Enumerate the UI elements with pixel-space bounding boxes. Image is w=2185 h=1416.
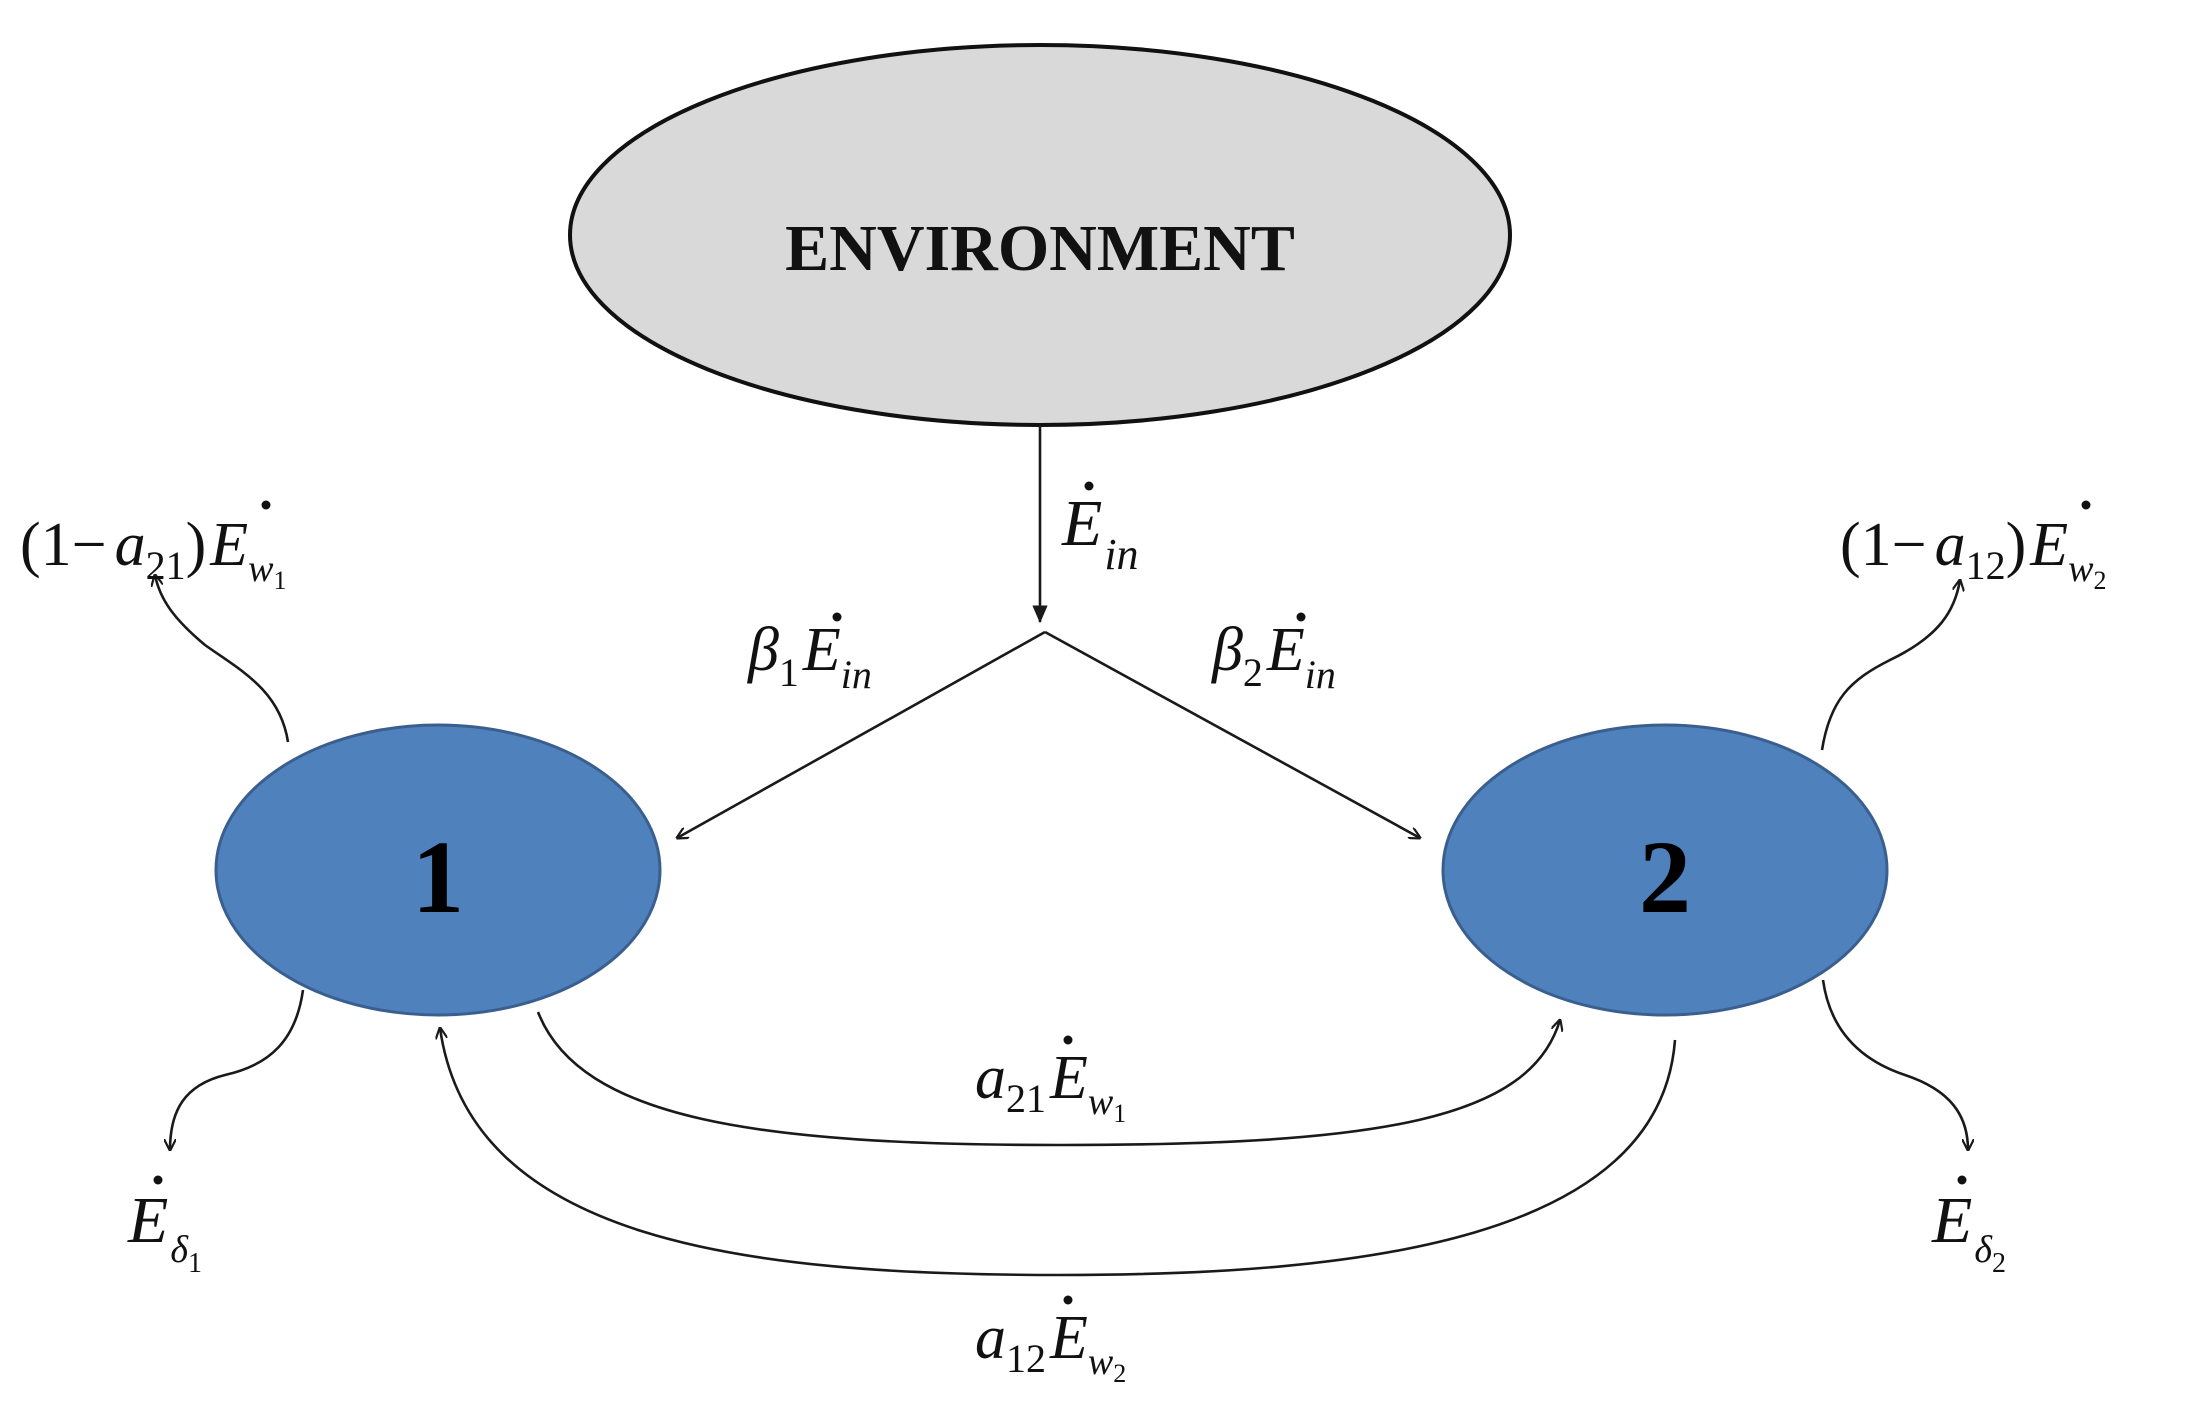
loss1-E: E bbox=[209, 511, 248, 579]
destruction-label-1: Eδ1 bbox=[127, 1175, 202, 1279]
svg-text:Eδ1: Eδ1 bbox=[127, 1184, 202, 1279]
beta1-coef-sub: 1 bbox=[779, 650, 799, 695]
loss-arrow-1 bbox=[155, 575, 290, 743]
flow12-E-sub-sub: 1 bbox=[1113, 1099, 1126, 1128]
loss1-coef-sub: 21 bbox=[146, 543, 186, 588]
svg-text:(1−a21)Ew1: (1−a21)Ew1 bbox=[20, 511, 287, 595]
destruction-label-2: Eδ2 bbox=[1931, 1175, 2006, 1279]
loss2-coef-sub: 12 bbox=[1966, 543, 2006, 588]
beta2-coef-sub: 2 bbox=[1243, 650, 1263, 695]
beta1-coef: β bbox=[747, 616, 779, 684]
loss2-E: E bbox=[2029, 511, 2068, 579]
svg-text:a21Ew1: a21Ew1 bbox=[975, 1044, 1126, 1128]
beta1-rate-dot bbox=[832, 612, 842, 622]
beta1-E-sub: in bbox=[841, 652, 872, 697]
flow-label-1-to-2: a21Ew1 bbox=[975, 1035, 1126, 1128]
flow21-E-sub-sub: 2 bbox=[1113, 1359, 1126, 1388]
loss2-rate-dot bbox=[2081, 500, 2091, 510]
loss1-rate-dot bbox=[261, 500, 271, 510]
loss1-prefix: (1− bbox=[20, 511, 107, 579]
flow12-E-sub: w bbox=[1088, 1081, 1114, 1123]
svg-text:Ein: Ein bbox=[1061, 487, 1139, 579]
loss1-close: ) bbox=[186, 511, 207, 579]
svg-text:a12Ew2: a12Ew2 bbox=[975, 1304, 1126, 1388]
e-in-rate-dot bbox=[1084, 481, 1094, 491]
delta2-E-sub: δ bbox=[1974, 1229, 1993, 1271]
loss2-coef: a bbox=[1935, 511, 1966, 579]
loss2-prefix: (1− bbox=[1840, 511, 1927, 579]
svg-text:β2Ein: β2Ein bbox=[1211, 616, 1336, 697]
destruction-arrow-1 bbox=[170, 989, 305, 1150]
flow12-coef-sub: 21 bbox=[1006, 1076, 1046, 1121]
subsystem-2-node bbox=[1441, 723, 1889, 1017]
environment-label: ENVIRONMENT bbox=[785, 212, 1295, 285]
loss1-E-sub: w bbox=[248, 548, 274, 590]
subsystem-1-node bbox=[214, 723, 662, 1017]
loss1-coef: a bbox=[115, 511, 146, 579]
loss-label-1: (1−a21)Ew1 bbox=[20, 500, 287, 595]
e-in-symbol: E bbox=[1061, 487, 1102, 560]
beta2-E-sub: in bbox=[1305, 652, 1336, 697]
svg-text:β1Ein: β1Ein bbox=[747, 616, 872, 697]
flow21-rate-dot bbox=[1063, 1295, 1073, 1305]
loss2-close: ) bbox=[2006, 511, 2027, 579]
beta2-flow-label: β2Ein bbox=[1211, 612, 1336, 697]
delta1-rate-dot bbox=[153, 1175, 163, 1185]
loss-arrow-2 bbox=[1820, 580, 1960, 751]
delta1-E: E bbox=[127, 1184, 168, 1257]
flow-label-2-to-1: a12Ew2 bbox=[975, 1295, 1126, 1388]
beta2-rate-dot bbox=[1296, 612, 1306, 622]
split-arrow-to-2 bbox=[1044, 630, 1420, 838]
flow12-rate-dot bbox=[1063, 1035, 1073, 1045]
delta1-E-sub: δ bbox=[170, 1229, 189, 1271]
delta2-rate-dot bbox=[1957, 1175, 1967, 1185]
beta2-coef: β bbox=[1211, 616, 1243, 684]
loss2-E-sub: w bbox=[2068, 548, 2094, 590]
delta1-E-sub-sub: 1 bbox=[188, 1248, 202, 1279]
loss1-E-sub-sub: 1 bbox=[274, 566, 287, 595]
flow-arrow-2-to-1 bbox=[440, 1028, 1677, 1277]
destruction-arrow-2 bbox=[1821, 979, 1968, 1150]
beta1-flow-label: β1Ein bbox=[747, 612, 872, 697]
split-arrow-to-1 bbox=[677, 630, 1046, 838]
svg-text:(1−a12)Ew2: (1−a12)Ew2 bbox=[1840, 511, 2107, 595]
flow-arrow-1-to-2 bbox=[536, 1011, 1560, 1147]
beta2-E: E bbox=[1266, 616, 1305, 684]
beta1-E: E bbox=[802, 616, 841, 684]
flow21-coef: a bbox=[975, 1304, 1006, 1372]
delta2-E-sub-sub: 2 bbox=[1992, 1248, 2006, 1279]
flow21-E: E bbox=[1049, 1304, 1088, 1372]
e-in-subscript: in bbox=[1104, 530, 1138, 579]
flow12-E: E bbox=[1049, 1044, 1088, 1112]
delta2-E: E bbox=[1931, 1184, 1972, 1257]
loss-label-2: (1−a12)Ew2 bbox=[1840, 500, 2107, 595]
subsystem-1-label: 1 bbox=[412, 820, 464, 935]
loss2-E-sub-sub: 2 bbox=[2094, 566, 2107, 595]
flow21-coef-sub: 12 bbox=[1006, 1336, 1046, 1381]
flow21-E-sub: w bbox=[1088, 1341, 1114, 1383]
input-flow-label: Ein bbox=[1061, 481, 1139, 579]
subsystem-2-label: 2 bbox=[1639, 820, 1691, 935]
svg-text:Eδ2: Eδ2 bbox=[1931, 1184, 2006, 1279]
flow12-coef: a bbox=[975, 1044, 1006, 1112]
